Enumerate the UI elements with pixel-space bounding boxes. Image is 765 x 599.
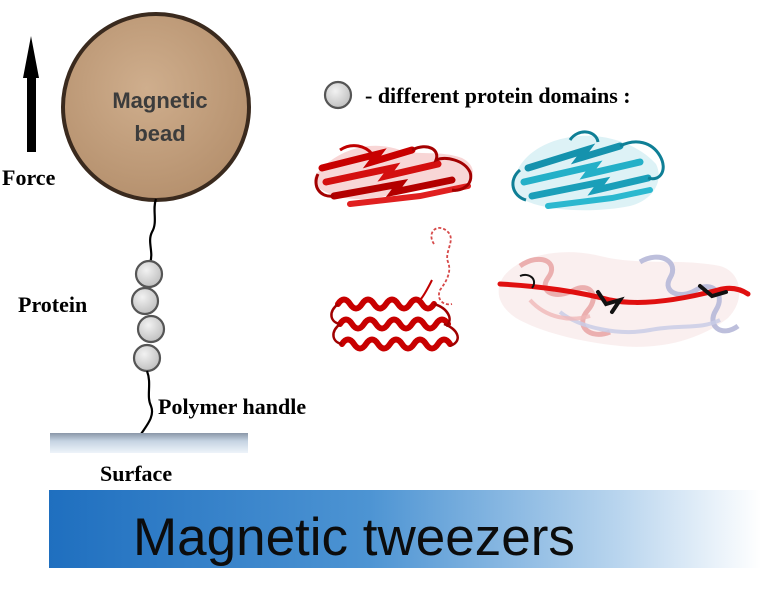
red-alpha-helix-bundle-structure (330, 227, 459, 352)
protein-domain-circle (134, 259, 164, 289)
protein-domain-circle (132, 343, 162, 373)
protein-label: Protein (18, 292, 87, 317)
legend-text: - different protein domains : (365, 83, 631, 108)
force-label: Force (2, 165, 56, 190)
bead-label-line2: bead (134, 121, 185, 146)
bead-label-line1: Magnetic (112, 88, 207, 113)
force-arrow (23, 36, 39, 152)
protein-domain-circle (136, 314, 166, 344)
tether-upper (148, 198, 158, 264)
red-blue-elongated-domain-structure (497, 252, 751, 347)
protein-domain-circle (130, 286, 160, 316)
protein-chain (130, 259, 166, 373)
legend-domain-icon (323, 80, 353, 110)
banner-title: Magnetic tweezers (133, 508, 575, 567)
surface (50, 433, 248, 453)
magnetic-tweezers-banner (49, 490, 761, 568)
red-beta-sandwich-structure (314, 144, 473, 207)
polymer-handle-line (140, 370, 154, 435)
cyan-beta-sandwich-structure (511, 130, 665, 211)
surface-label: Surface (100, 461, 172, 486)
polymer-handle-label: Polymer handle (158, 394, 306, 419)
